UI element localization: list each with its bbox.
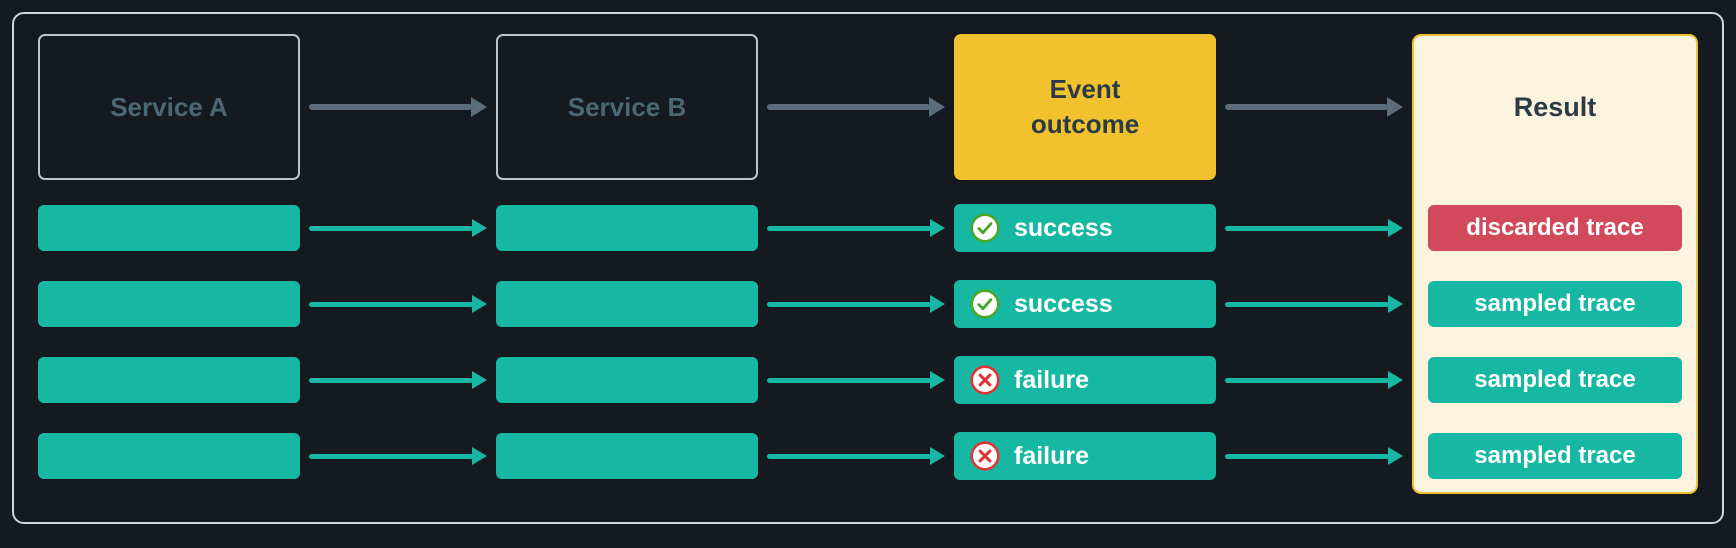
arrow-right-icon (300, 342, 496, 418)
outcome-label: failure (1014, 441, 1090, 470)
arrow-right-icon (758, 190, 954, 266)
arrow-right-icon (758, 418, 954, 494)
outcome-box: failure (954, 356, 1216, 404)
failure-icon (970, 365, 1000, 395)
service-b-box: Service B (496, 34, 758, 180)
arrow-right-icon (300, 418, 496, 494)
diagram-frame: Service A Service B Event outcome Result… (12, 12, 1724, 524)
outcome-box: failure (954, 432, 1216, 480)
result-chip: sampled trace (1428, 357, 1682, 403)
arrow-right-icon (1216, 342, 1412, 418)
arrow-right-icon (758, 266, 954, 342)
service-a-box: Service A (38, 34, 300, 180)
event-outcome-box: Event outcome (954, 34, 1216, 180)
result-panel (1412, 34, 1698, 494)
service-b-trace-bar (496, 433, 758, 479)
arrow-right-icon (300, 34, 496, 180)
service-b-trace-bar (496, 205, 758, 251)
result-title: Result (1513, 91, 1597, 122)
failure-icon (970, 441, 1000, 471)
success-icon (970, 289, 1000, 319)
result-chip: discarded trace (1428, 205, 1682, 251)
service-a-label: Service A (110, 91, 228, 122)
service-a-trace-bar (38, 205, 300, 251)
result-chip: sampled trace (1428, 433, 1682, 479)
outcome-box: success (954, 280, 1216, 328)
result-chip: sampled trace (1428, 281, 1682, 327)
service-a-trace-bar (38, 357, 300, 403)
arrow-right-icon (758, 342, 954, 418)
event-outcome-label: Event outcome (1030, 73, 1140, 139)
outcome-label: success (1014, 289, 1113, 318)
service-b-trace-bar (496, 281, 758, 327)
diagram-grid: Service A Service B Event outcome Result… (38, 34, 1698, 494)
outcome-label: success (1014, 213, 1113, 242)
arrow-right-icon (300, 190, 496, 266)
success-icon (970, 213, 1000, 243)
arrow-right-icon (1216, 190, 1412, 266)
service-b-trace-bar (496, 357, 758, 403)
arrow-right-icon (300, 266, 496, 342)
arrow-right-icon (1216, 34, 1412, 180)
service-b-label: Service B (567, 91, 687, 122)
arrow-right-icon (1216, 266, 1412, 342)
outcome-label: failure (1014, 365, 1090, 394)
service-a-trace-bar (38, 433, 300, 479)
service-a-trace-bar (38, 281, 300, 327)
outcome-box: success (954, 204, 1216, 252)
arrow-right-icon (1216, 418, 1412, 494)
arrow-right-icon (758, 34, 954, 180)
